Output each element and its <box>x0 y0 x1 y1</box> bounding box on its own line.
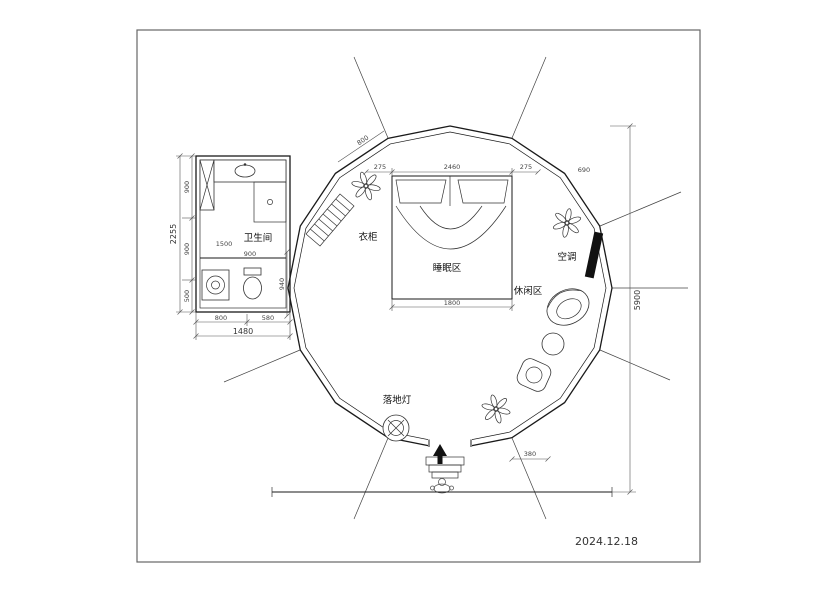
leisure-furniture <box>516 288 590 392</box>
bed <box>391 175 513 300</box>
air-conditioner <box>584 231 604 279</box>
armchair <box>546 288 590 326</box>
dim-bottom: 800 580 1480 <box>193 312 293 340</box>
washing-machine <box>201 269 230 301</box>
dim-top-275-left: 275 <box>374 163 386 171</box>
wardrobe-hatch <box>310 198 350 242</box>
dim-bed-width: 1800 <box>389 299 515 311</box>
floor-drain-icon <box>267 199 273 205</box>
dim-left: 2255 900 900 500 <box>169 153 196 315</box>
dim-bottom-seg2: 580 <box>262 314 274 322</box>
dim-top-275-right: 275 <box>520 163 532 171</box>
ray-line <box>353 437 389 520</box>
bathroom-outline <box>195 155 291 313</box>
toilet <box>243 267 262 300</box>
dim-bed-depth: 940 <box>278 278 286 290</box>
dim-bottom-total: 1480 <box>233 327 253 336</box>
dim-bath-900: 900 <box>244 250 256 258</box>
person-figure <box>430 478 454 494</box>
pillow-left <box>395 179 447 204</box>
ray-line <box>599 191 682 227</box>
blanket-arc-inner <box>419 205 483 230</box>
faucet-icon <box>243 163 247 166</box>
label-sleeping-area: 睡眠区 <box>433 262 462 274</box>
entry-arrow-stem <box>437 456 443 464</box>
dim-left-seg3: 500 <box>183 290 191 302</box>
dim-entry-380: 380 <box>524 450 536 458</box>
label-bathroom: 卫生间 <box>244 232 273 244</box>
chair <box>516 358 552 392</box>
dim-bath-1500: 1500 <box>216 240 233 248</box>
entry-arrow-icon <box>433 444 447 456</box>
dim-left-total: 2255 <box>169 224 178 244</box>
shower-area <box>253 181 287 223</box>
dim-top-2460: 2460 <box>444 163 461 171</box>
ray-line <box>223 349 301 383</box>
bathroom <box>195 155 291 313</box>
floor-lamp <box>382 414 410 442</box>
entry-step-3 <box>431 471 459 479</box>
dim-bottom-seg1: 800 <box>215 314 227 322</box>
ray-line <box>599 349 671 381</box>
bed-outline <box>391 175 513 300</box>
dim-top-690: 690 <box>578 166 590 174</box>
frame-border <box>136 29 701 563</box>
sink <box>234 164 256 178</box>
blanket-arc-outer <box>395 205 507 250</box>
pillow-right <box>457 179 509 204</box>
dim-left-seg2: 900 <box>183 243 191 255</box>
dim-entry: 380 <box>509 450 551 462</box>
dim-right: 5900 <box>610 123 642 495</box>
ray-line <box>353 56 389 139</box>
dim-right-total: 5900 <box>633 290 642 310</box>
ray-line <box>511 56 547 139</box>
ray-line <box>511 437 547 520</box>
dim-bed-width: 1800 <box>444 299 461 307</box>
label-wardrobe: 衣柜 <box>358 231 378 243</box>
vanity-counter <box>213 159 287 183</box>
bathroom-cabinet <box>199 159 215 211</box>
dim-bed-depth: 940 <box>278 249 290 319</box>
side-table <box>541 332 565 356</box>
label-air-conditioner: 空调 <box>557 251 576 263</box>
wardrobe <box>305 193 355 247</box>
entrance <box>425 438 472 494</box>
guide-rays <box>223 56 688 520</box>
dim-left-seg1: 900 <box>183 181 191 193</box>
label-floor-lamp: 落地灯 <box>383 394 412 406</box>
label-leisure-area: 休闲区 <box>514 285 543 297</box>
date-label: 2024.12.18 <box>575 535 638 548</box>
